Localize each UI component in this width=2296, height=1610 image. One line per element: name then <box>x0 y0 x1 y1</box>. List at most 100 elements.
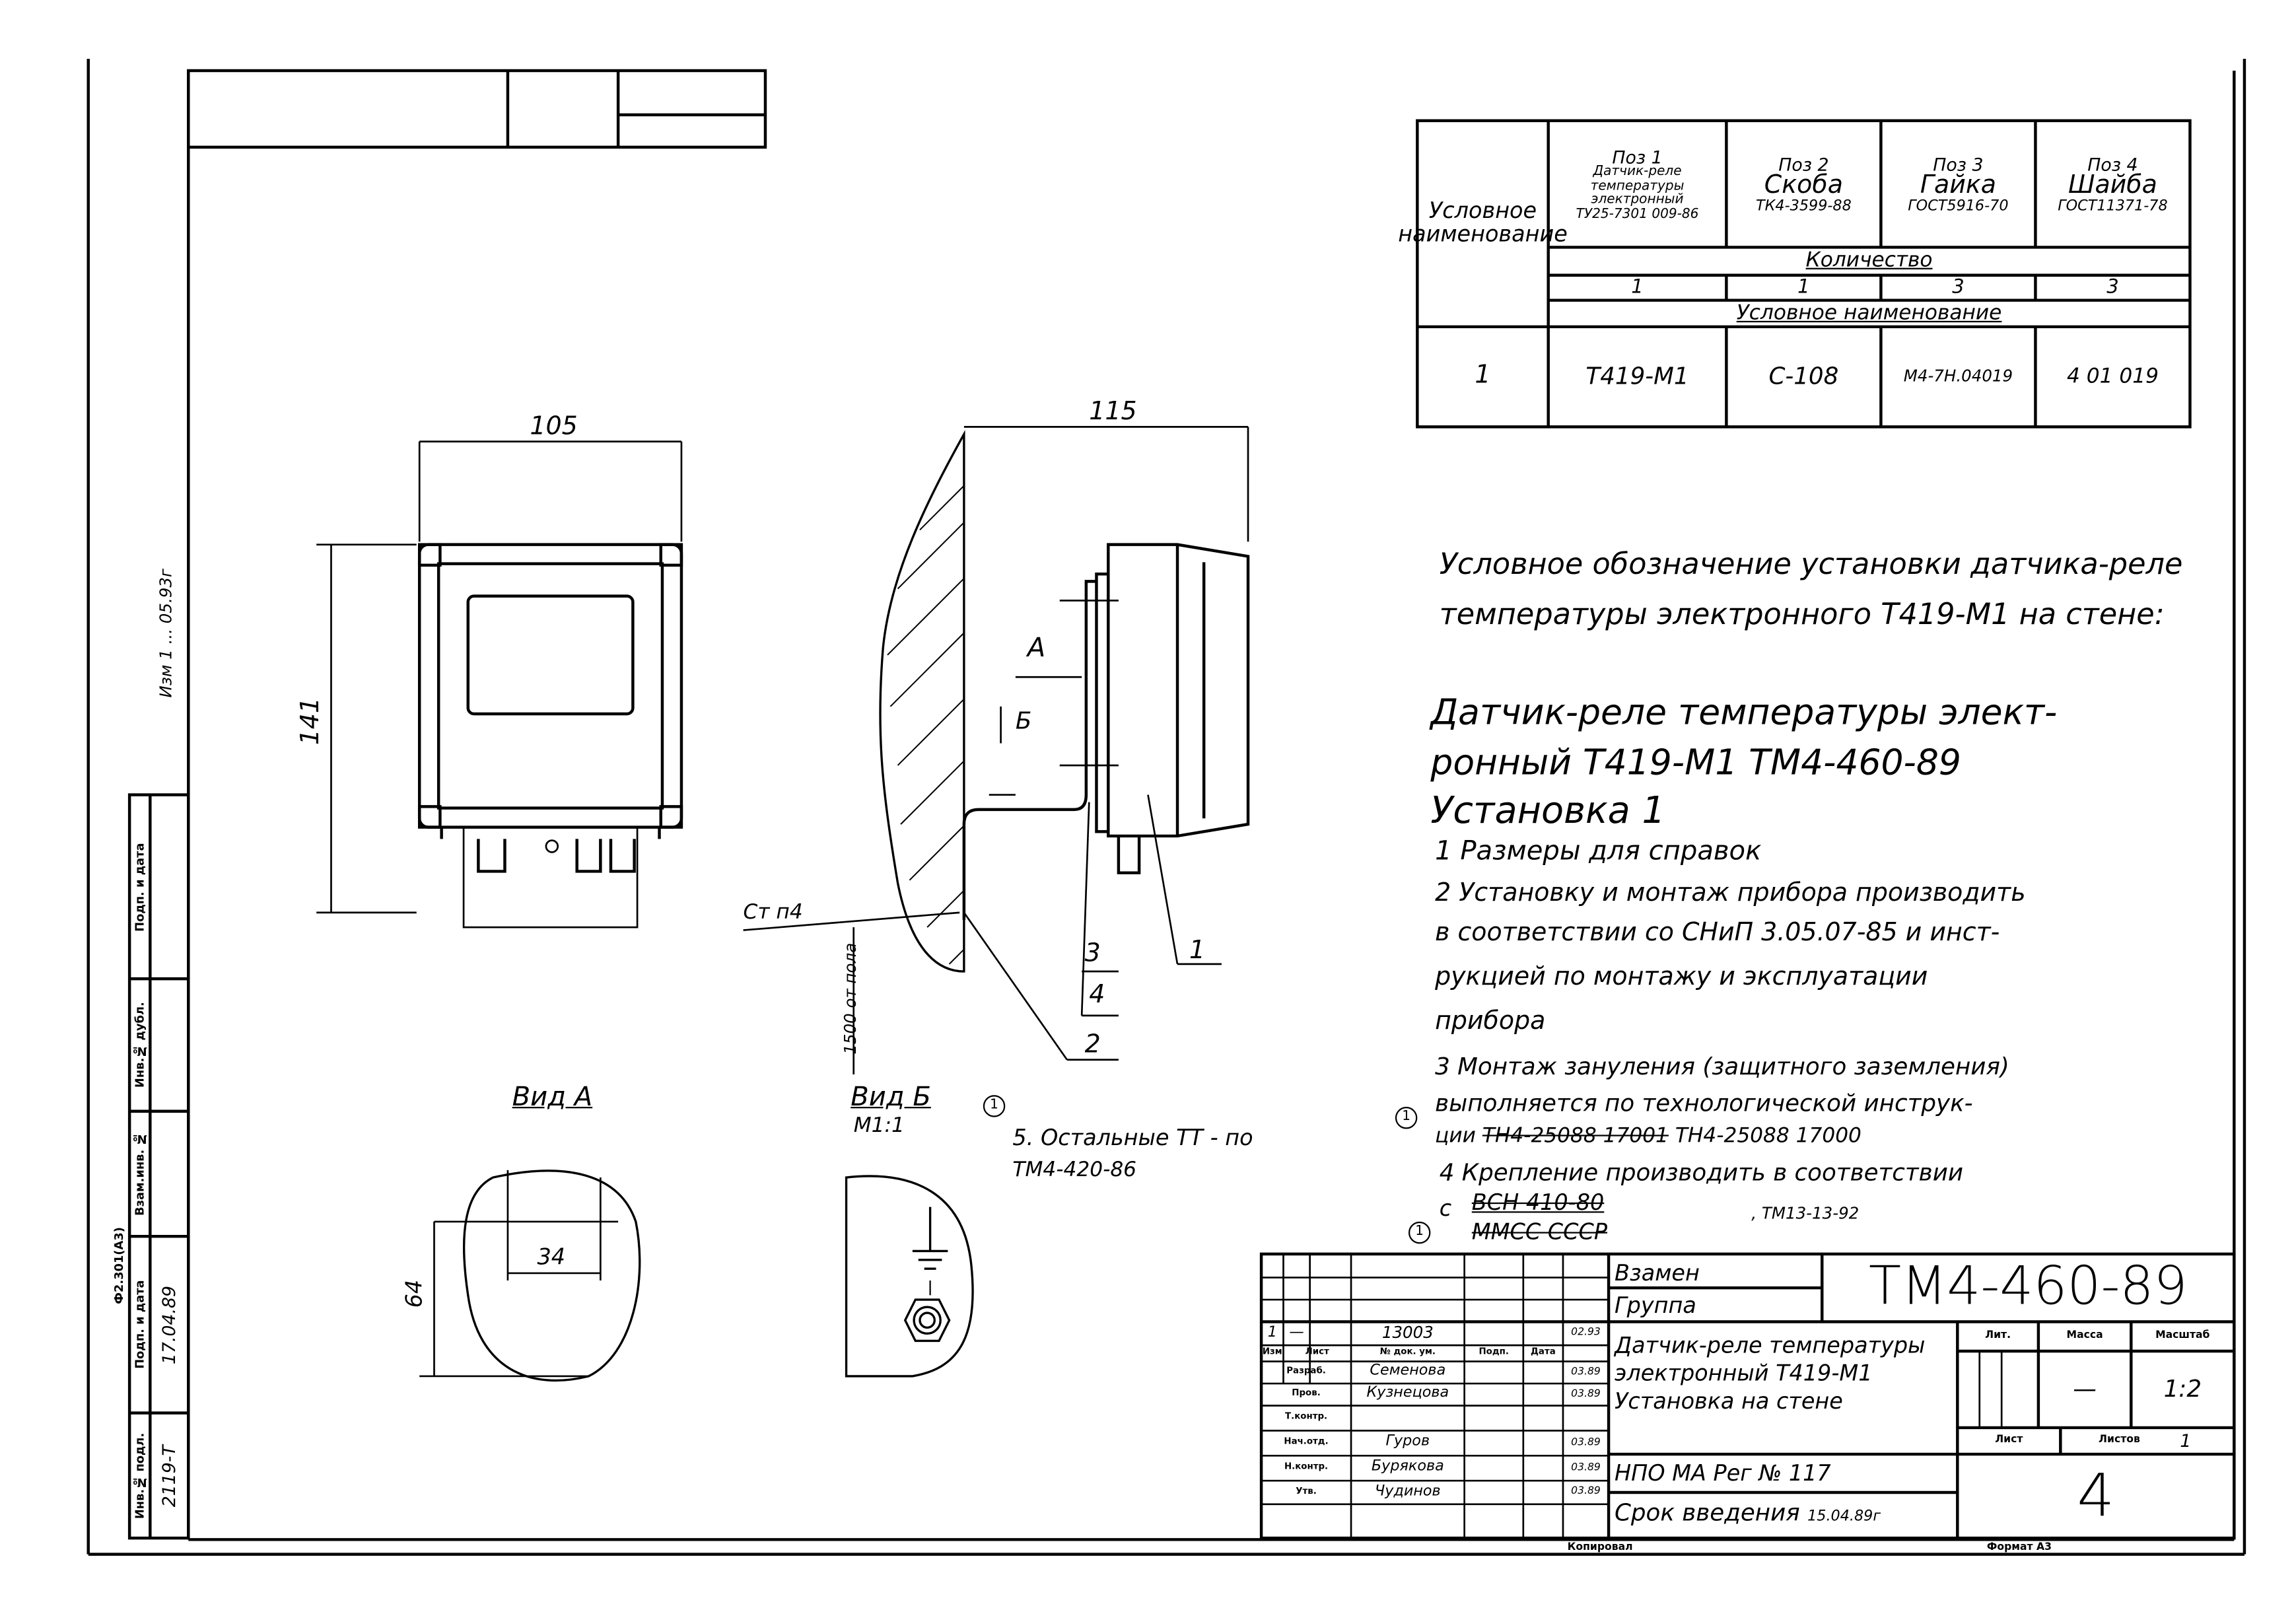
left-strip-grid <box>127 793 190 1540</box>
arrow-b-label: Б <box>1015 706 1032 735</box>
note-5b: ТМ4-420-86 <box>1012 1158 1137 1182</box>
col-header: № док. ум. <box>1379 1347 1436 1358</box>
group-label: Группа <box>1614 1292 1696 1319</box>
format-code: Ф2.301(А3) <box>112 1227 126 1305</box>
strip-label: Взам.инв. № <box>133 1132 147 1216</box>
lit-label: Лит. <box>1985 1329 2011 1342</box>
spec-qty-header: Количество <box>1805 249 1933 273</box>
signature-date: 03.89 <box>1571 1461 1601 1473</box>
spec-qty: 1 <box>1797 276 1810 298</box>
signature-role: Нач.отд. <box>1284 1437 1329 1448</box>
note-3c: ции ТН4-25088 17001 ТН4-25088 17000 <box>1435 1125 1861 1148</box>
spec-code: М4-7Н.04019 <box>1903 367 2013 386</box>
signature-role: Утв. <box>1296 1486 1317 1497</box>
col-header: Изм <box>1262 1347 1282 1358</box>
replaces-label: Взамен <box>1614 1259 1700 1286</box>
arrow-a-label: А <box>1027 633 1046 664</box>
effective-label: Срок введения 15.04.89г <box>1615 1498 1881 1526</box>
strip-label: Подп. и дата <box>133 842 147 932</box>
view-a <box>419 1170 641 1382</box>
spec-row-header: Условное наименование <box>1398 197 1568 248</box>
copied-label: Копировал <box>1567 1541 1633 1553</box>
spec-name-header: Условное наименование <box>1736 301 2002 325</box>
signature-role: Разраб. <box>1286 1366 1326 1377</box>
revision-mark: 1 <box>1408 1221 1431 1244</box>
signature-name: Гуров <box>1385 1434 1430 1450</box>
sheets-label: Листов <box>2099 1434 2140 1446</box>
signature-name <box>1351 1406 1465 1431</box>
signature-date <box>1563 1406 1609 1431</box>
title-block-grid <box>1259 1252 2236 1540</box>
doc-number: ТМ4-460-89 <box>1869 1257 2188 1317</box>
rev-izm: 1 <box>1267 1324 1277 1341</box>
dim-front-height: 141 <box>296 697 326 746</box>
spec-code: Т419-М1 <box>1585 361 1689 390</box>
scale-label: Масштаб <box>2155 1329 2210 1342</box>
spec-row-label: 1 <box>1475 361 1491 390</box>
spec-item-doc: ТУ25-7301 009-86 <box>1576 207 1699 222</box>
signature-date: 03.89 <box>1571 1436 1601 1448</box>
spec-item-doc: ГОСТ5916-70 <box>1908 198 2009 215</box>
mass-label: Масса <box>2066 1329 2103 1342</box>
note-2d: прибора <box>1435 1006 1546 1037</box>
signature-date: 03.89 <box>1571 1485 1601 1498</box>
col-header: Дата <box>1531 1347 1556 1358</box>
format-label: Формат А3 <box>1986 1541 2052 1553</box>
note-2b: в соответствии со СНиП 3.05.07-85 и инст… <box>1435 918 2000 948</box>
spec-item-name: Скоба <box>1764 170 1843 201</box>
spec-item-name: Шайба <box>2068 170 2157 201</box>
note-3c-text: ции <box>1435 1124 1476 1148</box>
note-4a: 4 Крепление производить в соответствии <box>1439 1158 1964 1187</box>
view-a-label: Вид А <box>512 1082 593 1113</box>
spec-qty: 1 <box>1631 276 1644 298</box>
note-1: 1 Размеры для справок <box>1435 835 1762 867</box>
signature-role: Пров. <box>1292 1388 1321 1399</box>
document-title: Датчик-реле температуры электронный Т419… <box>1614 1332 1926 1415</box>
spec-table-grid <box>1416 119 2192 429</box>
front-view <box>316 440 683 928</box>
note-3-new: ТН4-25088 17000 <box>1675 1124 1861 1148</box>
strip-value: 2119-Т <box>158 1444 180 1507</box>
note-2a: 2 Установку и монтаж прибора производить <box>1435 878 2026 909</box>
note-4b: с <box>1439 1195 1452 1222</box>
wall-label: Ст п4 <box>743 901 803 925</box>
rev-date: 02.93 <box>1571 1326 1601 1339</box>
designation-line-2: ронный Т419-М1 ТМ4-460-89 <box>1430 742 1961 783</box>
signature-role: Т.контр. <box>1284 1412 1328 1422</box>
sheet-frame <box>87 59 2246 1556</box>
spec-col-1: Поз 1 Датчик-реле температуры электронны… <box>1548 123 1727 247</box>
note-5: 5. Остальные ТТ - по <box>1012 1124 1253 1151</box>
spec-col-4: Поз 4 Шайба ГОСТ11371-78 <box>2035 123 2190 247</box>
callout-4: 4 <box>1089 980 1105 1010</box>
sheets-value: 1 <box>2180 1430 2192 1451</box>
strip-label: Инв.№ подл. <box>133 1432 147 1519</box>
spec-pos: Поз 1 <box>1612 147 1663 168</box>
strip-label: Подп. и дата <box>133 1280 147 1370</box>
strip-label: Инв.№ дубл. <box>133 1002 147 1088</box>
callout-3: 3 <box>1084 938 1101 969</box>
callout-2: 2 <box>1084 1030 1101 1060</box>
signature-date: 03.89 <box>1571 1387 1601 1400</box>
scale-value: 1:2 <box>2163 1374 2202 1403</box>
mass-value: — <box>2073 1374 2097 1403</box>
view-b <box>845 1175 974 1378</box>
revision-mark: 1 <box>983 1095 1006 1117</box>
dim-hole-height: 64 <box>401 1279 428 1308</box>
designation-line-1: Датчик-реле температуры элект- <box>1430 691 2058 733</box>
callout-1: 1 <box>1189 936 1206 966</box>
dim-hole-spacing: 34 <box>537 1243 566 1271</box>
rev-doc: 13003 <box>1381 1323 1434 1343</box>
organization: НПО МА Рег № 117 <box>1614 1459 1831 1487</box>
revision-mark: 1 <box>1395 1107 1418 1129</box>
spec-item-doc: ГОСТ11371-78 <box>2058 198 2168 215</box>
dim-front-width: 105 <box>530 412 578 442</box>
note-2c: рукцией по монтажу и эксплуатации <box>1435 962 1928 993</box>
note-3a: 3 Монтаж зануления (защитного заземления… <box>1435 1052 2009 1080</box>
signature-role: Н.контр. <box>1284 1461 1329 1473</box>
sheet-label: Лист <box>1995 1434 2023 1446</box>
spec-code: 4 01 019 <box>2066 364 2159 388</box>
spec-pos: Поз 2 <box>1778 153 1829 175</box>
side-view <box>743 426 1250 1075</box>
spec-item-doc: ТК4-3599-88 <box>1755 198 1852 215</box>
